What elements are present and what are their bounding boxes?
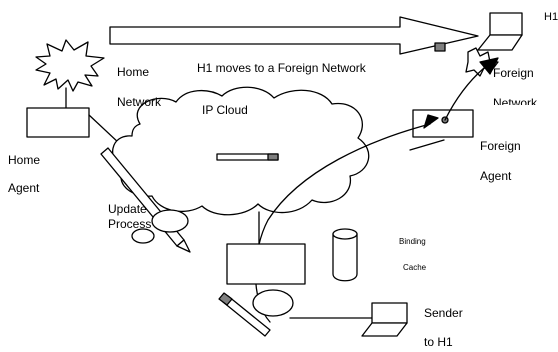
tunnel-to-h1 [444, 67, 485, 121]
move-arrow [109, 16, 479, 55]
h1-laptop-icon [477, 12, 523, 51]
foreign-network-label-1: Foreign [493, 66, 534, 80]
home-network-burst-icon [35, 39, 105, 92]
update-label-2: Process [108, 217, 152, 231]
sender-bubble [252, 289, 294, 317]
foreign-agent-label-2: Agent [480, 169, 512, 183]
h1-packet [434, 42, 446, 52]
home-agent-label-1: Home [8, 153, 41, 167]
sender-laptop-icon [361, 302, 408, 337]
packet-route-arrow [423, 114, 439, 129]
update-bubble-small [131, 228, 155, 244]
home-agent-box [26, 107, 90, 138]
home-label: Home [117, 65, 150, 79]
to-h1-label: to H1 [424, 335, 453, 349]
ip-cloud-label: IP Cloud [202, 103, 248, 117]
sender-label: Sender [424, 306, 463, 320]
foreign-agent-box [412, 109, 474, 138]
move-caption: H1 moves to a Foreign Network [197, 61, 366, 75]
cache-label: Cache [403, 263, 427, 272]
home-agent-label-2: Agent [8, 181, 40, 195]
foreign-agent-label-1: Foreign [480, 139, 521, 153]
packet-route [254, 123, 431, 323]
tunnel-arrow-head [479, 57, 499, 75]
correspondent-box [226, 243, 306, 285]
update-bubble [151, 209, 189, 233]
foreign-agent-link [409, 139, 445, 151]
foreign-network-label-2: Network [493, 97, 538, 105]
pencil-icon-sender [218, 292, 271, 337]
binding-label: Binding [399, 237, 426, 246]
cloud-packet-tail [267, 153, 279, 161]
h1-label: H1 [544, 12, 558, 23]
binding-cache-icon [332, 228, 358, 282]
network-label: Network [117, 95, 162, 109]
update-label-1: Update [108, 202, 147, 216]
